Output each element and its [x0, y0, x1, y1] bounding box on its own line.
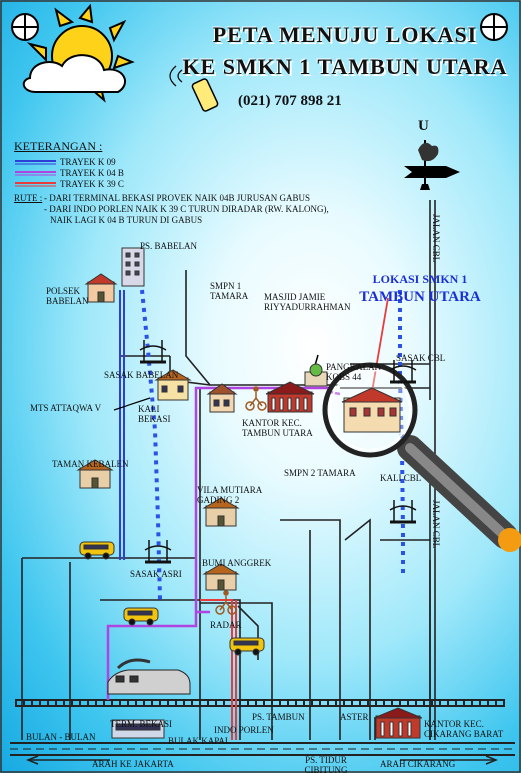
target-location-label: LOKASI SMKN 1 TAMBUN UTARA	[330, 270, 510, 306]
label-polsek-babelan: POLSEK BABELAN	[46, 286, 89, 306]
label-masjid: MASJID JAMIE RIYYADURRAHMAN	[264, 292, 351, 312]
river	[140, 289, 405, 601]
magnifier-icon	[322, 362, 521, 552]
label-kali-cbl: KALI CBL	[380, 473, 422, 483]
label-pangkalan: PANGKALAN KOBS 44	[326, 362, 382, 382]
label-mts-attaqwa: MTS ATTAQWA V	[30, 403, 102, 413]
train-icon	[107, 658, 191, 695]
sun-icon	[22, 3, 135, 103]
label-kantor-kec: KANTOR KEC. TAMBUN UTARA	[242, 418, 313, 438]
legend-item-k09: TRAYEK K 09	[60, 157, 116, 167]
map-title-line2: KE SMKN 1 TAMBUN UTARA	[182, 54, 508, 79]
label-aster: ASTER	[340, 712, 369, 722]
label-bulan-bulan: BULAN - BULAN	[26, 732, 96, 742]
railway	[15, 699, 505, 707]
compass-icon	[404, 140, 460, 190]
rute-label: RUTE :	[14, 193, 43, 203]
label-kali-bekasi: KALI BEKASI	[138, 404, 171, 424]
building-icon	[76, 247, 423, 739]
rute-line1: - DARI TERMINAL BEKASI PROVEK NAIK 04B J…	[44, 193, 311, 203]
label-sasak-asri: SASAK ASRI	[130, 569, 182, 579]
bus-icon	[79, 541, 265, 656]
bridge-icon	[139, 340, 417, 564]
label-bulak-kapal: BULAK KAPAL	[168, 736, 231, 746]
legend-item-k04b: TRAYEK K 04 B	[60, 168, 124, 178]
label-kantor-kec-cikarang: KANTOR KEC. CIKARANG BARAT	[424, 719, 504, 739]
label-smpn1-tamara: SMPN 1 TAMARA	[210, 281, 249, 301]
label-bumi-anggrek: BUMI ANGGREK	[202, 558, 272, 568]
rute-line2: - DARI INDO PORLEN NAIK K 39 C TURUN DIR…	[44, 204, 329, 214]
label-smpn2-tamara: SMPN 2 TAMARA	[284, 468, 356, 478]
legend-heading: KETERANGAN :	[14, 139, 103, 153]
phone-icon	[169, 65, 219, 112]
target-line2: TAMBUN UTARA	[359, 289, 481, 305]
label-arah-cikarang: ARAH CIKARANG	[380, 759, 456, 769]
label-sasak-cbl: SASAK CBL	[396, 353, 446, 363]
label-ps-tidur: PS. TIDUR CIBITUNG	[304, 755, 348, 773]
label-vila-mutiara: VILA MUTIARA GADING 2	[197, 485, 262, 505]
legend-item-k39c: TRAYEK K 39 C	[60, 179, 124, 189]
label-jalan-cbl-top: JALAN CBL	[431, 214, 441, 263]
compass-north-label: U	[418, 118, 429, 134]
label-radar: RADAR	[210, 620, 242, 630]
label-sasak-babelan: SASAK BABELAN	[104, 370, 179, 380]
main-road	[10, 742, 515, 765]
target-line1: LOKASI SMKN 1	[372, 272, 468, 286]
label-taman-kebalen: TAMAN KEBALEN	[52, 459, 129, 469]
route-k39c	[200, 599, 237, 740]
label-ps-babelan: PS. BABELAN	[140, 241, 198, 251]
route-k09	[119, 290, 125, 560]
cyclist-icon	[215, 386, 267, 615]
mts-pointer	[113, 397, 151, 411]
location-pointer	[371, 297, 389, 393]
phone-number: (021) 707 898 21	[238, 93, 342, 109]
label-arah-jakarta: ARAH KE JAKARTA	[92, 759, 174, 769]
label-ps-tambun: PS. TAMBUN	[252, 712, 305, 722]
crosshair-icon	[11, 13, 508, 41]
rute-line3: NAIK LAGI K 04 B TURUN DI GABUS	[50, 215, 203, 225]
label-indo-porlen: INDO PORLEN	[214, 725, 274, 735]
map-title-line1: PETA MENUJU LOKASI	[212, 22, 478, 47]
label-term-bekasi: TERM. BEKASI	[110, 719, 173, 729]
label-jalan-cbl-mid: JALAN CBL	[431, 500, 441, 549]
legend-swatches	[15, 160, 56, 187]
